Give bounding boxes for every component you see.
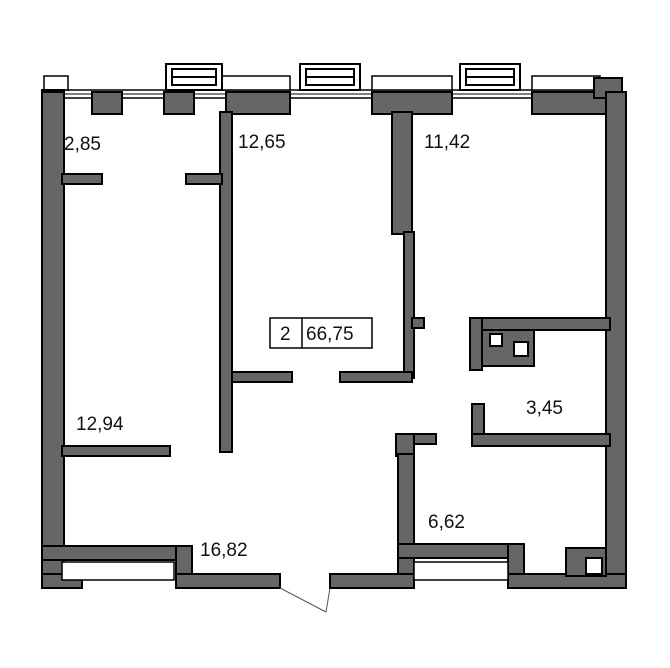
radiator-2 [299, 63, 361, 91]
room-area-label: 12,65 [238, 132, 286, 153]
total-area: 66,75 [306, 324, 354, 345]
walls [41, 77, 627, 589]
radiator-1 [165, 63, 223, 91]
room-area-label: 3,45 [526, 398, 563, 419]
shaft-squares [481, 329, 535, 367]
entrance-door [279, 587, 331, 613]
room-area-label: 6,62 [428, 512, 465, 533]
kitchen-shaft [585, 557, 603, 575]
apartment-tag: 2 66,75 [269, 317, 373, 349]
bottom-windows [61, 561, 509, 581]
room-area-label: 12,94 [76, 414, 124, 435]
room-area-label: 16,82 [200, 540, 248, 561]
room-area-label: 11,42 [424, 132, 470, 153]
radiator-3 [459, 63, 521, 91]
room-area-label: 2,85 [64, 134, 101, 155]
rooms-count: 2 [280, 324, 291, 345]
